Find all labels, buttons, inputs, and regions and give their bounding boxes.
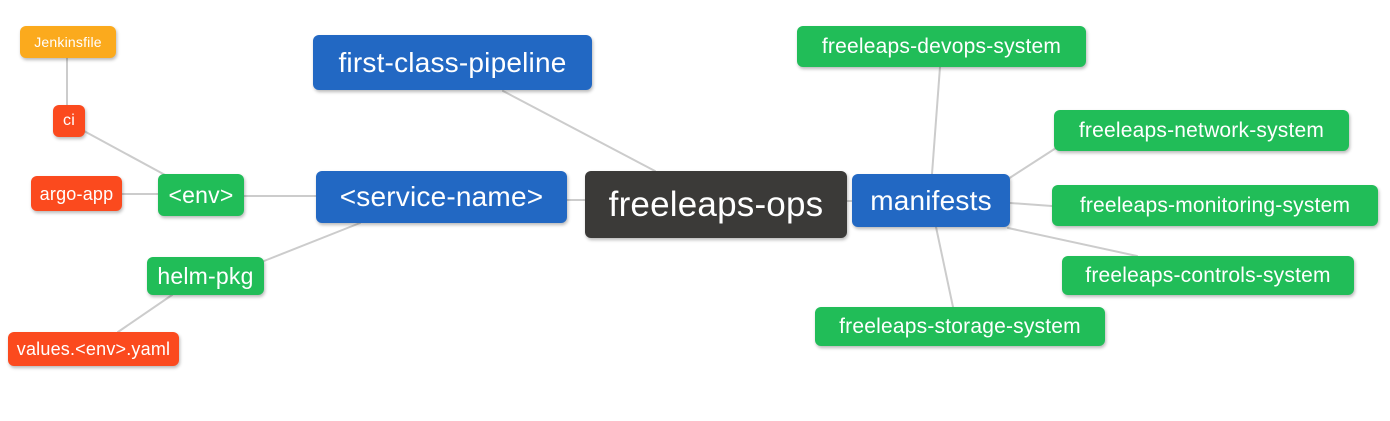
node-monitoring-system[interactable]: freeleaps-monitoring-system	[1052, 185, 1378, 226]
node-env[interactable]: <env>	[158, 174, 244, 216]
node-jenkinsfile[interactable]: Jenkinsfile	[20, 26, 116, 58]
node-values-env-yaml[interactable]: values.<env>.yaml	[8, 332, 179, 366]
edge-manifests--monitoring-system	[1009, 202, 1053, 207]
node-ci[interactable]: ci	[53, 105, 85, 137]
edge-first-class-pipeline--freeleaps-ops	[502, 90, 656, 172]
node-helm-pkg[interactable]: helm-pkg	[147, 257, 264, 295]
node-service-name[interactable]: <service-name>	[316, 171, 567, 223]
edge-manifests--devops-system	[931, 66, 941, 175]
node-devops-system[interactable]: freeleaps-devops-system	[797, 26, 1086, 67]
edge-service-name--helm-pkg	[263, 222, 361, 262]
node-network-system[interactable]: freeleaps-network-system	[1054, 110, 1349, 151]
edge-manifests--storage-system	[935, 226, 954, 308]
node-argo-app[interactable]: argo-app	[31, 176, 122, 211]
edge-ci--env	[83, 130, 168, 177]
node-freeleaps-ops[interactable]: freeleaps-ops	[585, 171, 847, 238]
edge-helm-pkg--values-env-yaml	[117, 294, 173, 333]
edge-manifests--network-system	[1007, 147, 1057, 180]
edge-manifests--controls-system	[1007, 227, 1138, 257]
node-controls-system[interactable]: freeleaps-controls-system	[1062, 256, 1354, 295]
node-storage-system[interactable]: freeleaps-storage-system	[815, 307, 1105, 346]
node-first-class-pipeline[interactable]: first-class-pipeline	[313, 35, 592, 90]
node-manifests[interactable]: manifests	[852, 174, 1010, 227]
